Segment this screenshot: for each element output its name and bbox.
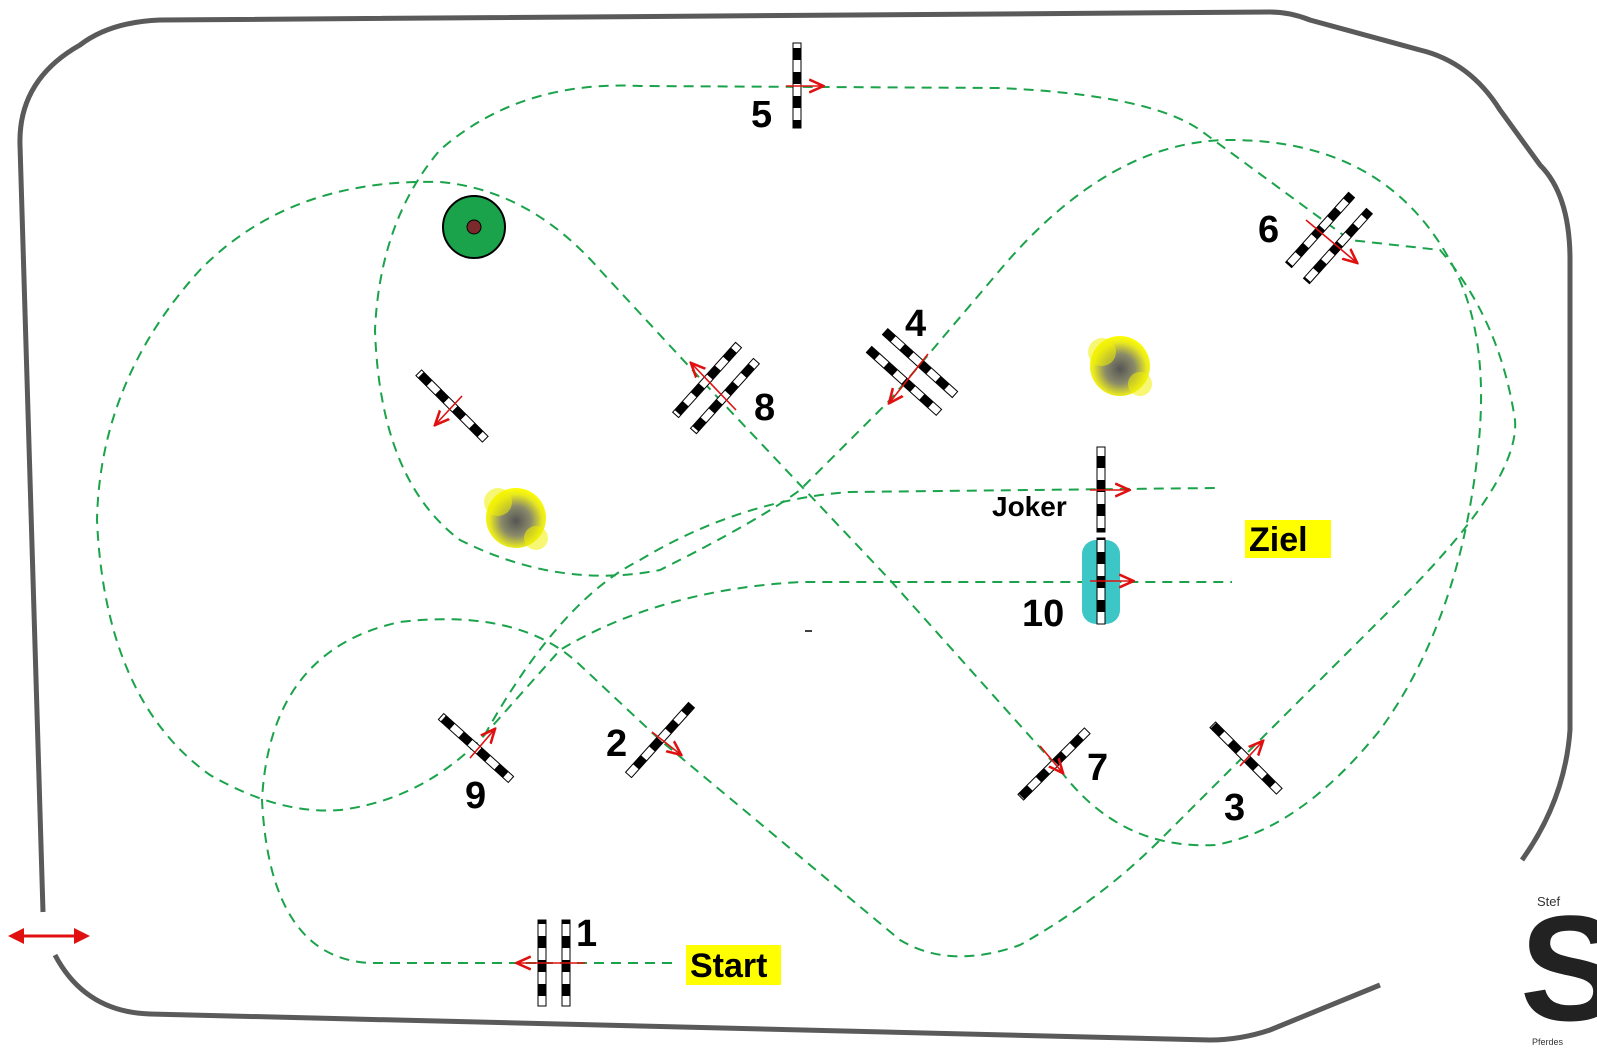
fence-8-arrow (692, 364, 737, 411)
fence-7 (1017, 727, 1091, 801)
finish-label-bg (1245, 520, 1331, 558)
fence-6 (1284, 191, 1374, 285)
fence-4-arrow (890, 353, 929, 402)
logo-letter: S (1520, 884, 1597, 1052)
fence-number-4: 4 (905, 303, 926, 345)
arena-border-bottom (52, 953, 1381, 1043)
logo: Stef S Pferdes (1520, 884, 1597, 1052)
logo-line-2: Pferdes (1532, 1037, 1564, 1047)
joker-label: Joker (992, 491, 1067, 522)
arena-border (17, 9, 1573, 913)
fence-2 (624, 701, 696, 779)
fence-number-7: 7 (1087, 747, 1108, 789)
bush-icon (484, 488, 548, 550)
fence-7-arrow (1039, 745, 1062, 772)
fence-number-6: 6 (1258, 209, 1279, 251)
fence-number-9: 9 (465, 775, 486, 817)
fence-number-1: 1 (576, 913, 597, 955)
fence-1 (518, 919, 585, 1007)
fence-6-arrow (1305, 219, 1356, 262)
fence-number-2: 2 (606, 723, 627, 765)
fence-3-arrow (1239, 742, 1262, 767)
fence-number-3: 3 (1224, 787, 1245, 829)
fence-2-arrow (651, 731, 680, 754)
fence-number-5: 5 (751, 94, 772, 136)
bush-icon (1088, 336, 1152, 396)
fence-number-8: 8 (754, 387, 775, 429)
spare-fence-arrow (436, 395, 463, 424)
finish-label: Ziel (1249, 521, 1308, 559)
logo-line-1: Stef (1537, 894, 1561, 909)
start-label: Start (690, 947, 767, 985)
fence-10 (1082, 537, 1132, 625)
route (95, 84, 1517, 964)
green-circle-marker-icon (442, 195, 506, 259)
start-label-bg (686, 945, 781, 985)
fence-9-arrow (469, 730, 494, 759)
fence-9 (437, 712, 515, 784)
fence-5 (786, 42, 822, 129)
fence-3 (1209, 721, 1283, 795)
double-arrow-icon (8, 928, 90, 944)
fence-number-10: 10 (1022, 593, 1064, 635)
fence-joker (1090, 446, 1128, 533)
